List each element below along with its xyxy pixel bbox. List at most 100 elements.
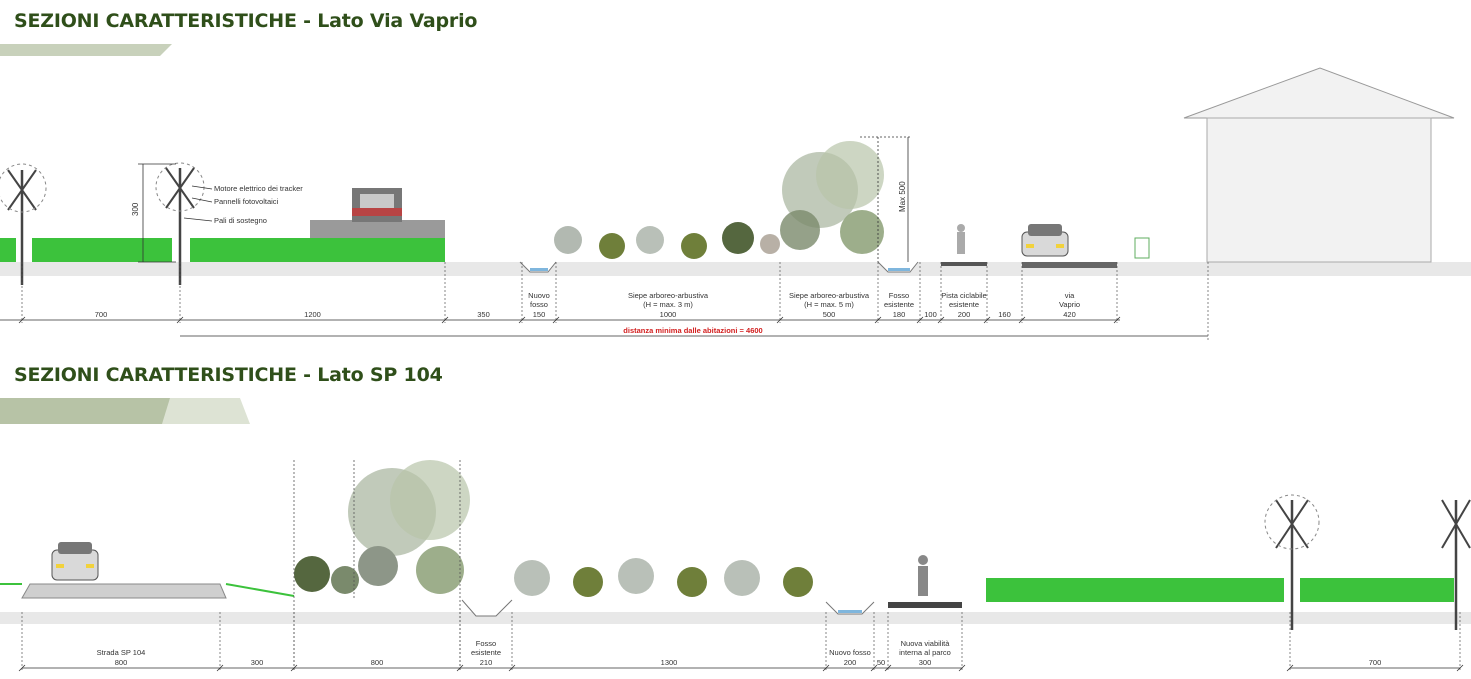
dimension-slash (1113, 316, 1121, 324)
dimension-slash (776, 316, 784, 324)
dimension-slash (552, 316, 560, 324)
solar-tracker (155, 162, 205, 285)
dimension-value: 700 (95, 310, 108, 319)
segment-label: esistente (949, 300, 979, 309)
hedge-low (514, 558, 813, 597)
dimension-slash (916, 316, 924, 324)
dimension-value: 1300 (661, 658, 678, 667)
dimension-slash (874, 316, 882, 324)
height-dimension-value: 300 (131, 202, 140, 216)
pedestrian-figure (957, 224, 965, 254)
dimension-value: 50 (877, 658, 885, 667)
section-title-sp104: SEZIONI CARATTERISTICHE - Lato SP 104 (14, 364, 443, 386)
dimension-slash (1018, 316, 1026, 324)
internal-road-surface (888, 602, 962, 608)
pedestrian-figure (918, 555, 928, 596)
segment-label: fosso (530, 300, 548, 309)
dimension-slash (216, 664, 224, 672)
segment-label: (H = max. 3 m) (643, 300, 693, 309)
solar-tracker (1264, 494, 1320, 630)
dimension-slash (508, 664, 516, 672)
dimension-slash (518, 316, 526, 324)
label-tracker-motor: Motore elettrico dei tracker (214, 184, 303, 193)
dimension-slash (870, 664, 878, 672)
crop-row (0, 238, 16, 262)
height-dimension (138, 163, 176, 263)
ground-strip (0, 612, 1471, 624)
crop-row (986, 578, 1284, 602)
segment-label: Pista ciclabile (941, 291, 986, 300)
dimension-value: 300 (251, 658, 264, 667)
hedge-tall (294, 460, 470, 594)
distance-note: distanza minima dalle abitazioni = 4600 (623, 326, 762, 335)
segment-label: Strada SP 104 (97, 648, 146, 657)
title-underline-band (0, 44, 172, 56)
dimension-slash (884, 664, 892, 672)
dimension-value: 700 (1369, 658, 1382, 667)
segment-label: Fosso (889, 291, 909, 300)
ground-strip (0, 262, 1471, 276)
segment-label: Nuovo (528, 291, 550, 300)
dimension-value: 150 (533, 310, 546, 319)
annotation-leaders (183, 185, 213, 222)
ditch-water (530, 268, 548, 271)
solar-tracker (0, 163, 47, 285)
dimension-value: 200 (844, 658, 857, 667)
segment-label: Siepe arboreo-arbustiva (789, 291, 870, 300)
dimension-slash (441, 316, 449, 324)
max-height-label: Max 500 (898, 181, 907, 212)
dimension-value: 420 (1063, 310, 1076, 319)
dimension-value: 300 (919, 658, 932, 667)
ditch-water (838, 610, 862, 613)
existing-ditch (461, 599, 513, 617)
dimension-value: 100 (924, 310, 937, 319)
segment-label: Fosso (476, 639, 496, 648)
car (1021, 224, 1069, 257)
dimension-slash (18, 664, 26, 672)
grass-edge (0, 583, 295, 597)
segment-label: esistente (884, 300, 914, 309)
solar-tracker (1441, 499, 1471, 630)
dimension-value: 800 (371, 658, 384, 667)
dimension-slash (958, 664, 966, 672)
dimension-value: 200 (958, 310, 971, 319)
crop-row (1300, 578, 1454, 602)
dimension-value: 1200 (304, 310, 321, 319)
road-sp104 (21, 583, 227, 599)
dimension-slash (1286, 664, 1294, 672)
hedge-low (554, 222, 780, 259)
dimension-slash (290, 664, 298, 672)
dimension-value: 180 (893, 310, 906, 319)
dimension-value: 500 (823, 310, 836, 319)
dimension-slash (18, 316, 26, 324)
segment-label: esistente (471, 648, 501, 657)
house (1183, 67, 1455, 263)
crop-row (190, 238, 445, 262)
dimension-value: 160 (998, 310, 1011, 319)
car (51, 542, 99, 581)
segment-label: Nuova viabilità (901, 639, 951, 648)
ditch-water (888, 268, 910, 271)
dimension-slash (456, 664, 464, 672)
dimension-value: 350 (477, 310, 490, 319)
segment-label: Vaprio (1059, 300, 1080, 309)
crop-row (32, 238, 172, 262)
road-surface (1022, 262, 1117, 268)
bike-path-surface (941, 262, 987, 266)
segment-label: interna al parco (899, 648, 951, 657)
dimension-slash (822, 664, 830, 672)
dimension-value: 210 (480, 658, 493, 667)
dimension-slash (937, 316, 945, 324)
segment-label: via (1065, 291, 1075, 300)
segment-label: Siepe arboreo-arbustiva (628, 291, 709, 300)
title-underline-band (0, 398, 250, 424)
dimension-slash (983, 316, 991, 324)
segment-label: Nuovo fosso (829, 648, 871, 657)
hedge-tall (780, 141, 884, 254)
max-height-guide (860, 136, 910, 262)
harvester (310, 188, 445, 238)
dimension-slash (1456, 664, 1464, 672)
sign-post (1134, 237, 1150, 259)
